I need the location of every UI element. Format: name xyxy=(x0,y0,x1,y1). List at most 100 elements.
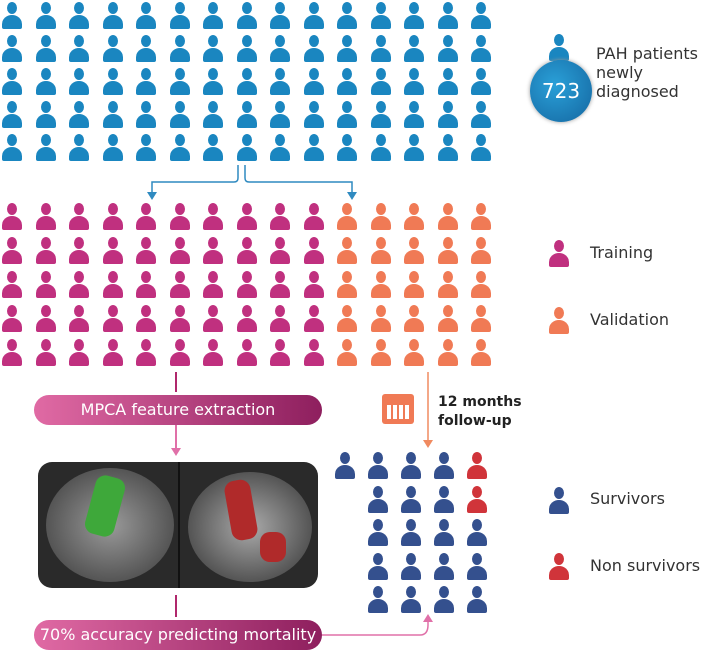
training-patient-icon xyxy=(35,339,56,366)
validation-patient-icon xyxy=(437,237,458,264)
patient-icon xyxy=(169,68,190,95)
training-patient-icon xyxy=(69,237,89,264)
validation-patient-icon xyxy=(471,305,491,332)
patient-icon xyxy=(303,2,324,29)
patient-icon xyxy=(404,2,424,29)
validation-patient-icon xyxy=(337,203,357,230)
accuracy-step: 70% accuracy predicting mortality xyxy=(34,620,322,650)
survivor-icon xyxy=(401,586,421,613)
patient-icon xyxy=(303,68,324,95)
validation-patient-icon xyxy=(370,271,391,298)
training-patient-icon xyxy=(2,203,22,230)
training-patient-icon xyxy=(69,203,89,230)
training-patient-icon xyxy=(102,271,123,298)
validation-patient-icon xyxy=(337,271,357,298)
patient-icon xyxy=(35,101,56,128)
patient-icon xyxy=(236,101,257,128)
training-patient-icon xyxy=(303,339,324,366)
patient-icon xyxy=(236,68,257,95)
patient-icon xyxy=(35,35,56,62)
patient-icon xyxy=(102,35,123,62)
training-patient-icon xyxy=(69,271,89,298)
training-patient-icon xyxy=(102,305,123,332)
survivor-icon xyxy=(368,552,388,580)
patient-icon xyxy=(270,2,290,29)
survivor-icon xyxy=(467,586,487,613)
non-survivors-legend-icon xyxy=(549,553,569,580)
training-patient-icon xyxy=(236,237,257,264)
training-patient-icon xyxy=(303,203,324,230)
validation-patient-icon xyxy=(471,237,491,264)
validation-patient-icon xyxy=(471,271,491,298)
survivor-icon xyxy=(368,452,388,479)
patient-icon xyxy=(169,2,190,29)
patient-icon xyxy=(471,2,491,29)
patient-icon xyxy=(102,2,123,29)
patient-icon xyxy=(2,101,22,128)
training-patient-icon xyxy=(270,339,290,366)
validation-patient-icon xyxy=(370,339,391,366)
patient-icon xyxy=(437,35,458,62)
patient-icon xyxy=(35,2,56,29)
survivor-icon xyxy=(401,452,421,479)
survivor-icon xyxy=(434,552,454,580)
heart-mri-image xyxy=(38,462,318,588)
training-patient-icon xyxy=(203,203,223,230)
patient-icon xyxy=(270,134,290,161)
patient-icon xyxy=(370,68,391,95)
patient-icon xyxy=(437,2,458,29)
survivor-icon xyxy=(467,552,487,580)
survivor-icon xyxy=(434,519,454,546)
training-patient-icon xyxy=(169,237,190,264)
patient-icon xyxy=(102,134,123,161)
training-patient-icon xyxy=(136,271,156,298)
patient-icon xyxy=(69,134,89,161)
patient-icon xyxy=(437,101,458,128)
training-patient-icon xyxy=(35,305,56,332)
patient-icon xyxy=(270,35,290,62)
training-patient-icon xyxy=(169,339,190,366)
patient-icon xyxy=(404,68,424,95)
patient-icon xyxy=(69,68,89,95)
patient-icon xyxy=(2,68,22,95)
training-patient-icon xyxy=(35,237,56,264)
patient-icon xyxy=(404,35,424,62)
training-patient-icon xyxy=(169,305,190,332)
training-patient-icon xyxy=(102,237,123,264)
training-patient-icon xyxy=(203,339,223,366)
training-patient-icon xyxy=(203,305,223,332)
training-patient-icon xyxy=(69,339,89,366)
validation-patient-icon xyxy=(370,305,391,332)
training-label: Training xyxy=(590,243,654,262)
survivor-icon xyxy=(401,485,421,513)
training-patient-icon xyxy=(2,339,22,366)
validation-patient-icon xyxy=(437,305,458,332)
survivor-icon xyxy=(368,586,388,613)
patient-icon xyxy=(136,2,156,29)
patients-legend-icon xyxy=(549,34,569,61)
survivor-icon xyxy=(467,519,487,546)
validation-patient-icon xyxy=(337,305,357,332)
survivors-label: Survivors xyxy=(590,489,665,508)
validation-label: Validation xyxy=(590,310,670,329)
patient-icon xyxy=(35,134,56,161)
training-patient-icon xyxy=(136,203,156,230)
validation-patient-icon xyxy=(404,237,424,264)
patient-icon xyxy=(102,68,123,95)
training-patient-icon xyxy=(136,339,156,366)
patient-icon xyxy=(69,2,89,29)
training-patient-icon xyxy=(270,271,290,298)
training-patient-icon xyxy=(203,271,223,298)
training-patient-icon xyxy=(102,203,123,230)
feature-extraction-step: MPCA feature extraction xyxy=(34,395,322,425)
patient-icon xyxy=(236,35,257,62)
training-patient-icon xyxy=(35,271,56,298)
training-patient-icon xyxy=(203,237,223,264)
training-patient-icon xyxy=(236,305,257,332)
validation-patient-icon xyxy=(337,339,357,366)
survivor-icon xyxy=(401,552,421,580)
survivor-icon xyxy=(401,519,421,546)
